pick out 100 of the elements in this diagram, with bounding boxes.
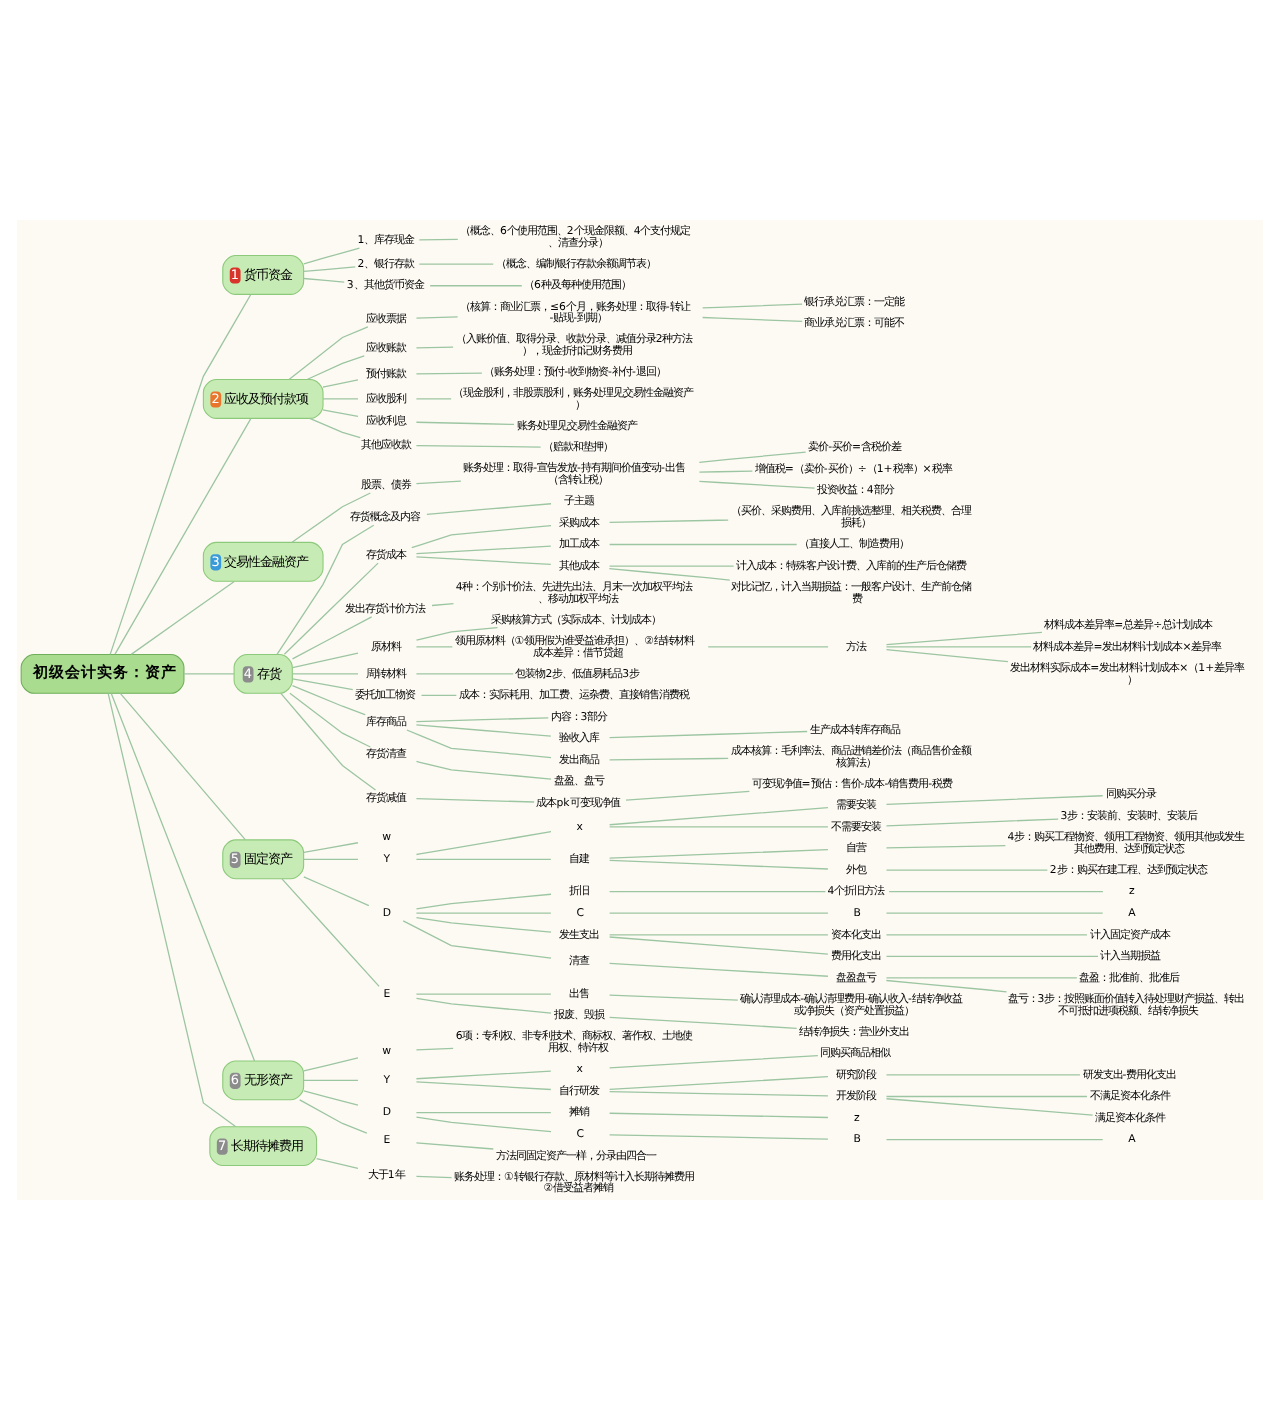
connector [609, 994, 739, 1001]
connector [299, 1099, 368, 1134]
connector [702, 303, 803, 309]
connector [288, 326, 369, 381]
connector [415, 912, 552, 914]
connector [183, 673, 235, 675]
connector [415, 421, 515, 426]
connector [885, 649, 1009, 663]
connector [415, 1081, 552, 1091]
connector [415, 831, 552, 856]
connector [609, 859, 829, 870]
connector [625, 790, 750, 801]
connector [415, 398, 452, 400]
connector [415, 316, 459, 319]
connector [609, 757, 729, 761]
connector [411, 524, 552, 549]
connector [885, 631, 1043, 646]
connector [609, 730, 808, 739]
connector [303, 876, 370, 907]
connector [885, 845, 1006, 849]
connector [303, 858, 359, 860]
connector [608, 568, 731, 581]
connector [609, 934, 829, 936]
connector [609, 826, 829, 828]
connector [415, 646, 453, 648]
connector [609, 1112, 829, 1119]
connector [109, 293, 252, 655]
connector [303, 1090, 359, 1106]
connector [609, 1091, 829, 1097]
connector [698, 480, 816, 489]
connector [303, 277, 345, 283]
connector [291, 492, 371, 543]
connector [415, 717, 549, 723]
connector [885, 979, 1008, 993]
connector [609, 849, 829, 859]
connector [415, 997, 552, 1014]
connector [609, 962, 829, 977]
connector [609, 519, 729, 524]
connector [415, 1175, 453, 1179]
connector [885, 818, 1059, 827]
connector [888, 891, 1104, 893]
connector [415, 760, 552, 780]
connector [609, 806, 829, 826]
connector [415, 445, 542, 448]
connector [415, 1070, 552, 1080]
connector [291, 616, 373, 660]
connector [609, 1016, 798, 1029]
connector [283, 562, 379, 655]
connector [291, 678, 354, 691]
connector [885, 795, 1104, 805]
connector [303, 247, 361, 265]
connector [698, 451, 807, 463]
connector [609, 891, 827, 893]
connector [130, 580, 235, 655]
connector [885, 912, 1104, 914]
connector [418, 238, 459, 241]
connector [415, 893, 552, 910]
connector [415, 724, 552, 737]
connector [110, 692, 256, 1062]
connector [885, 955, 1099, 957]
connector [609, 1075, 829, 1091]
connector [415, 1047, 454, 1051]
connector [609, 1134, 829, 1140]
connector [702, 316, 803, 323]
connector [114, 417, 252, 655]
connector [885, 934, 1088, 936]
connector [415, 673, 514, 675]
connector [415, 916, 552, 933]
connector [609, 1055, 819, 1069]
connector [415, 798, 535, 803]
connector [276, 524, 375, 656]
connector [316, 1157, 359, 1170]
connector [322, 379, 359, 388]
connector [289, 692, 371, 748]
connector [609, 543, 798, 546]
connector [119, 692, 247, 841]
connector [406, 729, 552, 759]
connector [303, 842, 359, 853]
connector [431, 603, 455, 607]
connector [698, 470, 753, 473]
connector [415, 1116, 552, 1133]
connector [415, 480, 462, 485]
connector [885, 977, 1078, 979]
connector [415, 346, 454, 349]
connector [415, 1112, 552, 1114]
connector [885, 1074, 1081, 1076]
connector [306, 355, 365, 381]
connector [885, 1098, 1094, 1116]
connector [291, 673, 359, 675]
connector [402, 920, 552, 959]
connector [322, 398, 359, 400]
connector [609, 565, 735, 567]
connector [280, 692, 377, 791]
connector [885, 1139, 1104, 1141]
connector [426, 503, 552, 515]
connector [309, 417, 361, 439]
connector [609, 936, 829, 955]
connector [885, 869, 1048, 871]
connector [429, 285, 523, 287]
connector [303, 1079, 359, 1081]
